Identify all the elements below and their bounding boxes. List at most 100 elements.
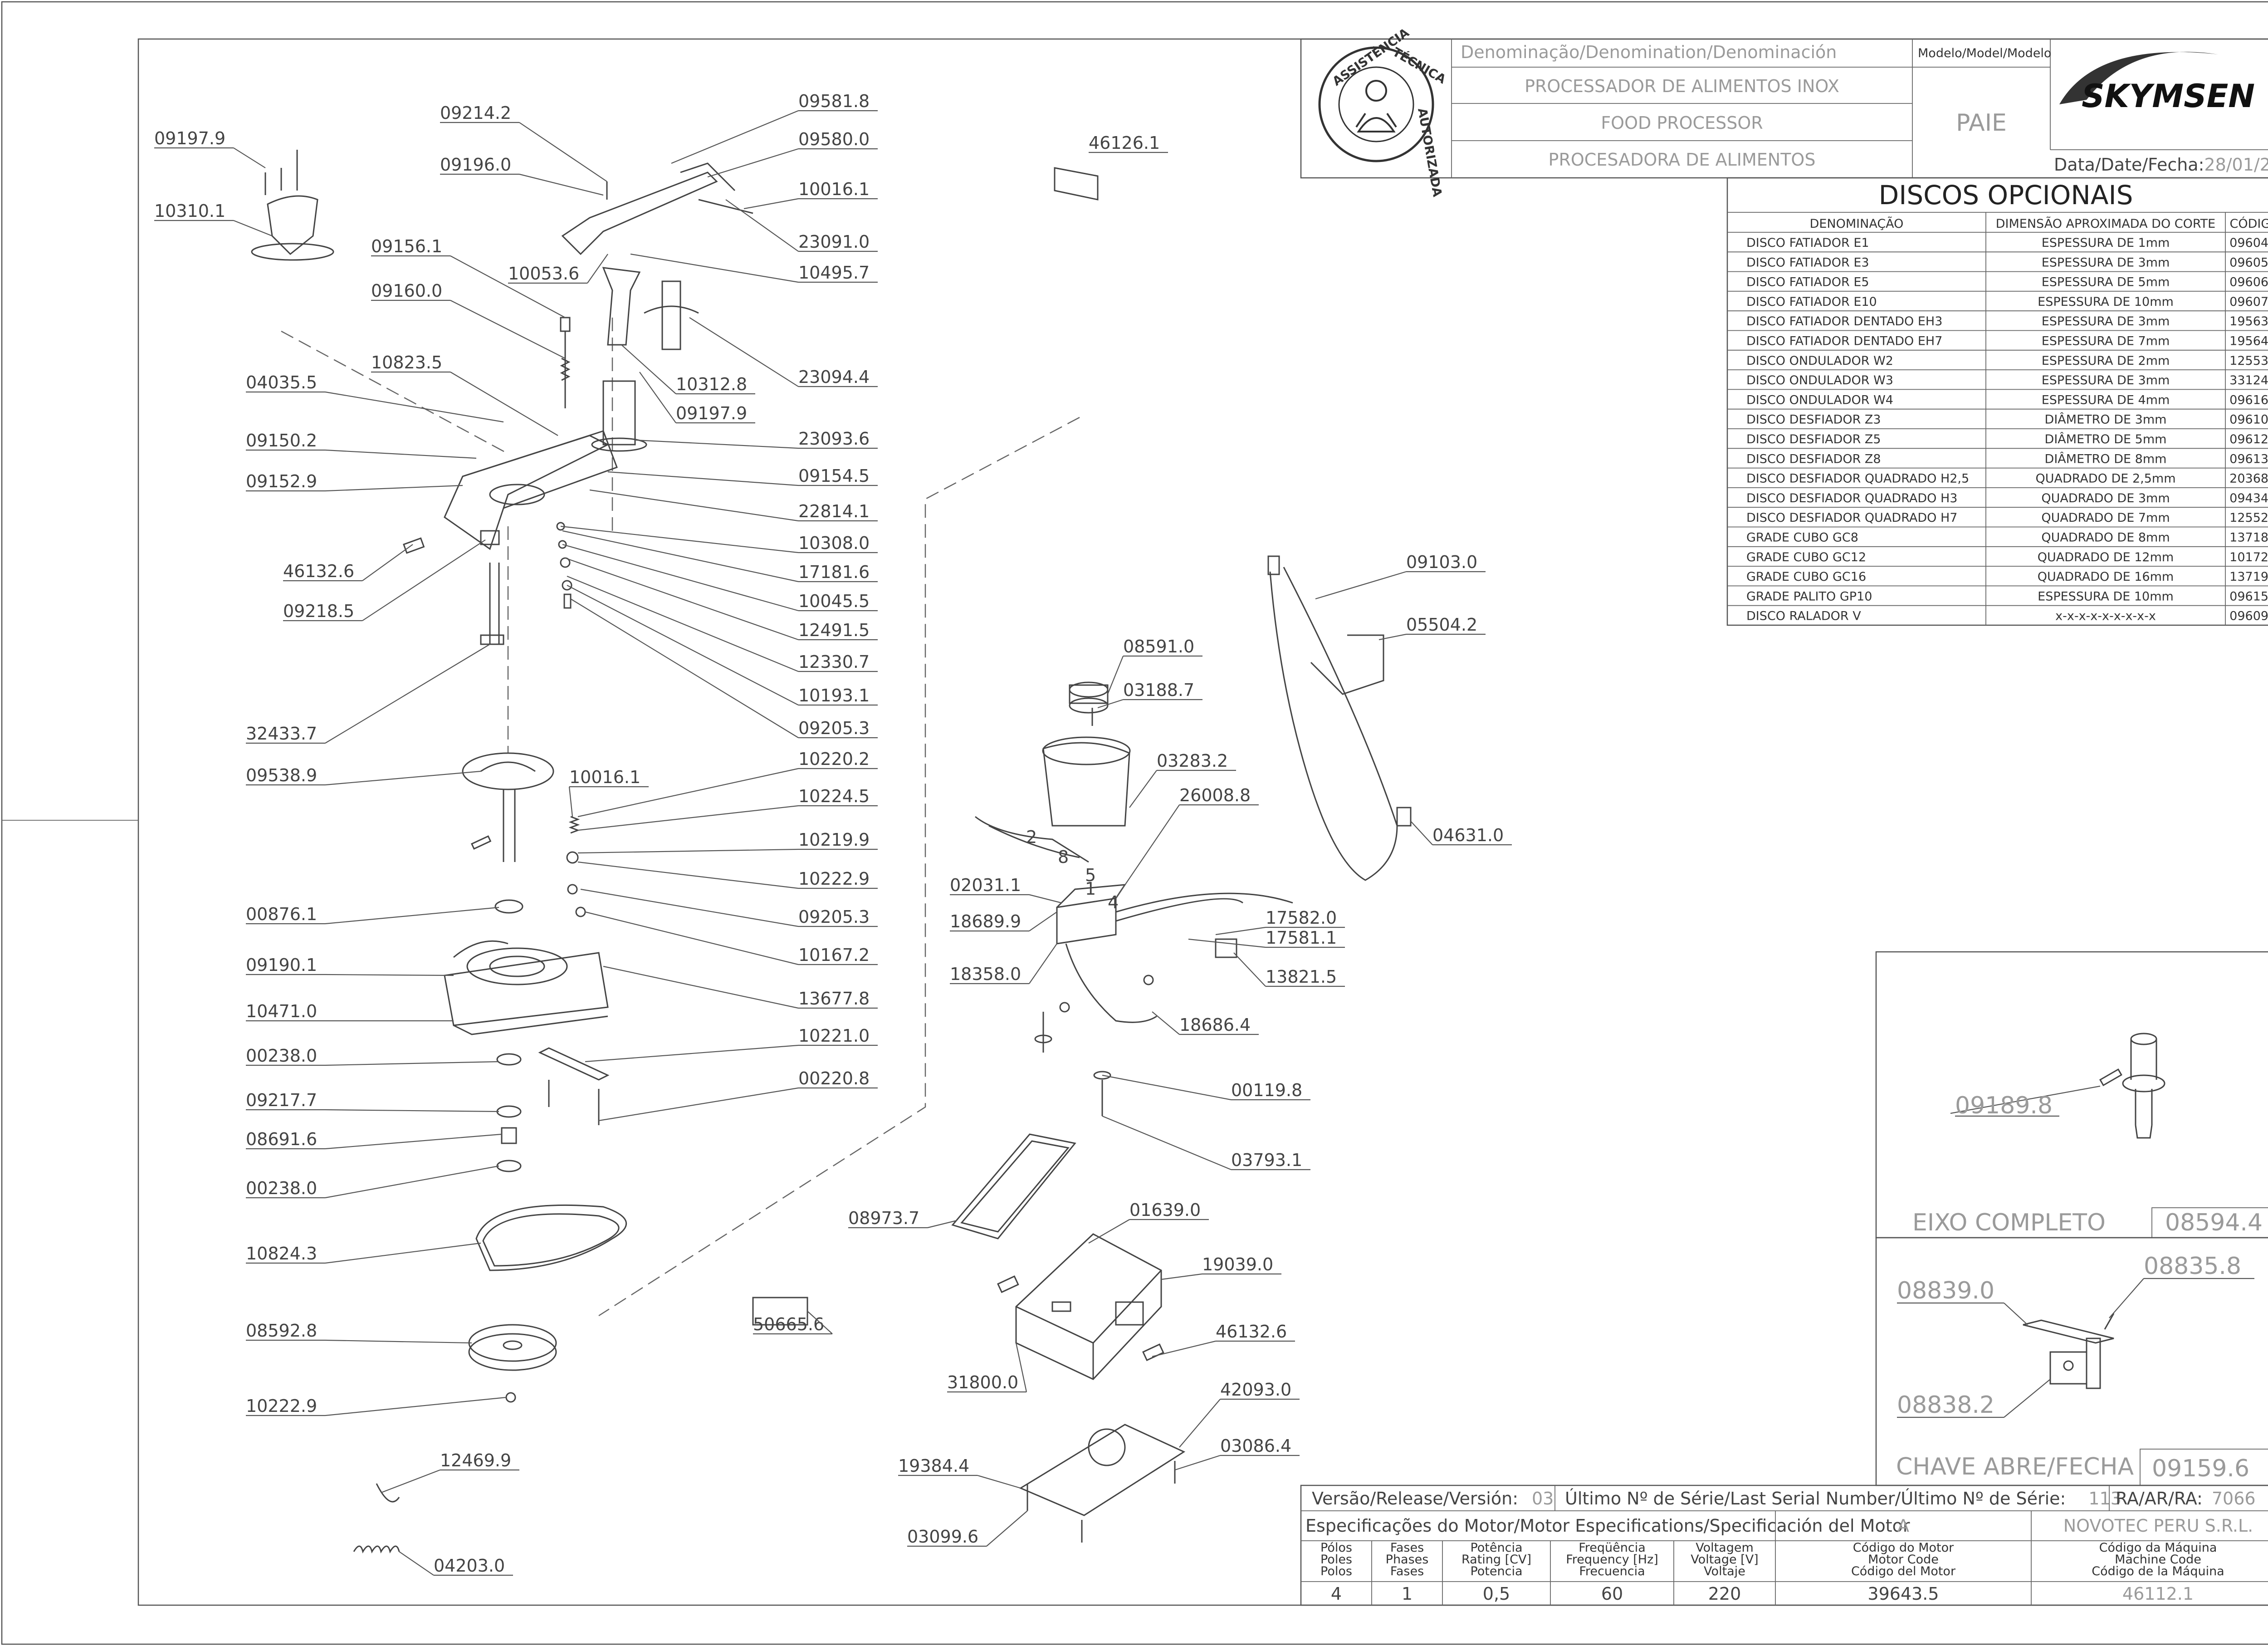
callout-leader	[325, 1109, 499, 1112]
callout-label: 10824.3	[246, 1244, 317, 1264]
callout-label: 09156.1	[371, 236, 442, 256]
callout-label: 00238.0	[246, 1046, 317, 1066]
denomination-header: Denominação/Denomination/Denominación	[1461, 42, 1837, 62]
disc-dimension: QUADRADO DE 8mm	[2041, 531, 2170, 545]
spec-header-line: Potência	[1470, 1541, 1522, 1555]
svg-text:RA/AR/RA:7066: RA/AR/RA:7066	[2116, 1489, 2256, 1509]
callout-leader	[580, 888, 799, 927]
callout-label: 46132.6	[283, 561, 354, 581]
disc-dimension: QUADRADO DE 2,5mm	[2035, 472, 2175, 486]
callout-leader	[1152, 1011, 1180, 1035]
callout-leader	[325, 906, 499, 925]
callout-label: 42093.0	[1220, 1380, 1291, 1400]
disc-code: 33124.4	[2229, 373, 2268, 387]
callout-label: 09217.7	[246, 1090, 317, 1110]
serial-label: Último Nº de Série/Last Serial Number/Úl…	[1565, 1489, 2066, 1509]
callout-label: 01639.0	[1129, 1200, 1201, 1220]
spec-header-line: Código de la Máquina	[2092, 1564, 2224, 1578]
disc-name: DISCO DESFIADOR QUADRADO H3	[1746, 491, 1957, 505]
spec-block: Versão/Release/Versión:03 Último Nº de S…	[1300, 1484, 2268, 1606]
callout-leader	[725, 199, 799, 252]
disc-code: 10172.9	[2229, 550, 2268, 564]
callout-label: 03283.2	[1157, 751, 1228, 771]
disc-name: DISCO ONDULADOR W4	[1746, 393, 1893, 407]
callout-leader	[1410, 821, 1433, 845]
motor-spec-label: Especificações do Motor/Motor Especifica…	[1305, 1516, 1910, 1536]
disc-code: 09612.1	[2229, 432, 2268, 446]
discos-header-dimensao: DIMENSÃO APROXIMADA DO CORTE	[1996, 216, 2215, 231]
callout-label: 08691.6	[246, 1129, 317, 1149]
spec-header-line: Frecuencia	[1579, 1564, 1645, 1578]
callout-label: 05504.2	[1406, 615, 1477, 635]
model-header: Modelo/Model/Modelo	[1918, 46, 2051, 60]
callout-label: 23094.4	[798, 367, 870, 387]
wire-number-1: 1	[1085, 879, 1096, 899]
disc-name: DISCO FATIADOR DENTADO EH7	[1746, 334, 1942, 348]
callout-label: 09160.0	[371, 281, 442, 301]
discos-title: DISCOS OPCIONAIS	[1879, 180, 2133, 211]
spec-value: 39643.5	[1867, 1584, 1939, 1604]
disc-code: 09434.0	[2229, 491, 2268, 505]
callout-leader	[1129, 770, 1157, 808]
spec-value: 220	[1708, 1584, 1741, 1604]
spec-header-line: Motor Code	[1868, 1553, 1939, 1567]
callout-label: 10495.7	[798, 263, 870, 283]
spec-value: 1	[1402, 1584, 1413, 1604]
callout-leader	[325, 1339, 472, 1344]
callout-leader	[1107, 656, 1124, 695]
chave-panel: 08839.0 08835.8 08838.2 CHAVE ABRE/FECHA…	[1875, 1237, 2268, 1486]
svg-text:Último Nº de Série/Last Serial: Último Nº de Série/Last Serial Number/Úl…	[1565, 1489, 2121, 1509]
eixo-part-label: 09189.8	[1955, 1092, 2053, 1119]
callout-leader	[1378, 633, 1407, 641]
callout-label: 03099.6	[907, 1527, 978, 1547]
callout-leader	[560, 525, 799, 554]
callout-leader	[565, 557, 799, 641]
callout-label: 09205.3	[798, 907, 870, 927]
callout-leader	[570, 598, 799, 738]
callout-label: 09581.8	[798, 91, 870, 111]
disc-dimension: ESPESSURA DE 10mm	[2038, 295, 2174, 309]
version-value: 03	[1532, 1489, 1554, 1509]
chave-part-2: 08838.2	[1897, 1391, 1994, 1419]
disc-name: GRADE CUBO GC8	[1746, 531, 1858, 545]
callout-label: 32433.7	[246, 724, 317, 744]
seal-logo: ASSISTÊNCIA TÉCNICA AUTORIZADA	[1318, 25, 1448, 198]
callout-leader	[325, 1242, 481, 1264]
callout-label: 09152.9	[246, 471, 317, 491]
disc-dimension: QUADRADO DE 16mm	[2038, 570, 2174, 584]
callout-leader	[986, 1510, 1028, 1547]
callout-label: 46126.1	[1089, 133, 1160, 153]
callout-leader	[519, 122, 607, 182]
wire-number-2: 2	[1026, 827, 1037, 847]
ra-label: RA/AR/RA:	[2116, 1489, 2203, 1509]
disc-code: 09616.4	[2229, 393, 2268, 407]
callout-leader	[1029, 911, 1057, 931]
spec-header-line: Polos	[1320, 1564, 1352, 1578]
spec-header-line: Phases	[1386, 1553, 1429, 1567]
callout-label: 22814.1	[798, 501, 870, 521]
disc-code: 09604.0	[2229, 236, 2268, 250]
callout-label: 17181.6	[798, 562, 870, 582]
wire-number-5: 5	[1085, 865, 1096, 885]
callout-leader	[585, 1044, 799, 1063]
brand-logo: SKYMSEN	[2059, 52, 2255, 115]
drawing-border	[137, 38, 2268, 1606]
disc-name: DISCO FATIADOR E5	[1746, 275, 1869, 289]
disc-code: 09605.9	[2229, 255, 2268, 269]
name-pt: PROCESSADOR DE ALIMENTOS INOX	[1525, 76, 1839, 96]
callout-leader	[1315, 571, 1407, 600]
chave-title: CHAVE ABRE/FECHA	[1896, 1453, 2134, 1480]
wire-number-8: 8	[1058, 847, 1069, 867]
disc-code: 19564.2	[2229, 334, 2268, 348]
callout-leader	[577, 768, 799, 818]
callout-label: 17581.1	[1266, 928, 1337, 948]
disc-code: 09610.5	[2229, 413, 2268, 427]
callout-leader	[1215, 926, 1266, 936]
callout-leader	[325, 485, 463, 492]
callout-label: 10224.5	[798, 786, 870, 806]
callout-label: 13677.8	[798, 989, 870, 1009]
spec-value: 0,5	[1483, 1584, 1510, 1604]
callout-label: 08973.7	[848, 1208, 919, 1228]
callout-leader	[450, 300, 566, 359]
callout-label: 09197.9	[676, 403, 747, 423]
